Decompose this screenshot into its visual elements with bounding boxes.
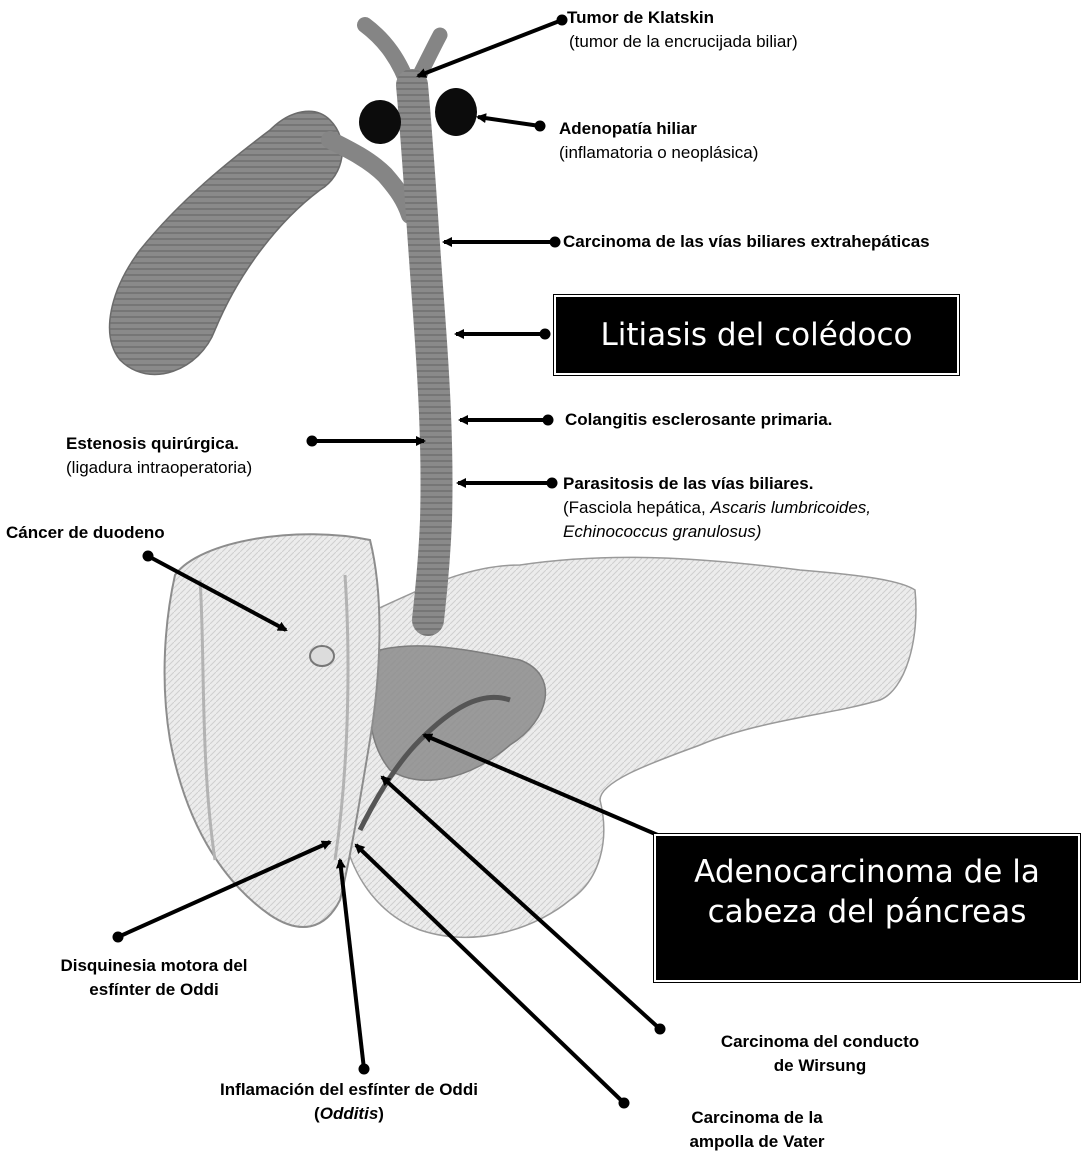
label-inflamacion-line1: Inflamación del esfínter de Oddi [220, 1080, 478, 1099]
label-parasitosis-sub: (Fasciola hepática, [563, 498, 710, 517]
label-klatskin-title: Tumor de Klatskin [567, 8, 714, 27]
label-estenosis-title: Estenosis quirúrgica. [66, 434, 239, 453]
hilar-node-right [435, 88, 477, 136]
cystic-duct [330, 140, 410, 215]
label-cancer-duodeno: Cáncer de duodeno [6, 521, 165, 545]
common-bile-duct [412, 85, 437, 620]
label-colangitis-title: Colangitis esclerosante primaria. [565, 410, 832, 429]
box-adenocarcinoma-line2: cabeza del páncreas [656, 892, 1078, 932]
label-parasitosis: Parasitosis de las vías biliares. (Fasci… [563, 472, 871, 544]
label-wirsung-line2: de Wirsung [774, 1056, 866, 1075]
label-parasitosis-italic-2: Echinococcus granulosus) [563, 522, 761, 541]
box-adenocarcinoma-line1: Adenocarcinoma de la [656, 852, 1078, 892]
label-disquinesia-line2: esfínter de Oddi [89, 980, 218, 999]
label-wirsung: Carcinoma del conducto de Wirsung [697, 1030, 943, 1078]
box-litiasis: Litiasis del colédoco [556, 297, 957, 373]
label-inflamacion: Inflamación del esfínter de Oddi (Odditi… [186, 1078, 512, 1126]
label-extrahepatic: Carcinoma de las vías biliares extrahepá… [563, 230, 930, 254]
label-disquinesia-line1: Disquinesia motora del [60, 956, 247, 975]
label-extrahepatic-title: Carcinoma de las vías biliares extrahepá… [563, 232, 930, 251]
label-adenopatia: Adenopatía hiliar (inflamatoria o neoplá… [559, 117, 758, 165]
label-vater-line2: ampolla de Vater [689, 1132, 824, 1151]
label-vater-line1: Carcinoma de la [691, 1108, 822, 1127]
label-vater: Carcinoma de la ampolla de Vater [657, 1106, 857, 1154]
gallbladder [110, 111, 343, 374]
label-wirsung-line1: Carcinoma del conducto [721, 1032, 919, 1051]
label-adenopatia-title: Adenopatía hiliar [559, 119, 697, 138]
label-parasitosis-title: Parasitosis de las vías biliares. [563, 474, 813, 493]
label-estenosis-sub: (ligadura intraoperatoria) [66, 456, 252, 480]
label-disquinesia: Disquinesia motora del esfínter de Oddi [38, 954, 270, 1002]
label-klatskin: Tumor de Klatskin (tumor de la encrucija… [567, 6, 798, 54]
label-adenopatia-sub: (inflamatoria o neoplásica) [559, 141, 758, 165]
label-colangitis: Colangitis esclerosante primaria. [565, 408, 832, 432]
label-parasitosis-italic-1: Ascaris lumbricoides, [710, 498, 871, 517]
arrow-inflamacion [340, 860, 364, 1069]
hilar-node-left [359, 100, 401, 144]
label-estenosis: Estenosis quirúrgica. (ligadura intraope… [66, 432, 252, 480]
arrow-adenopatia [478, 117, 540, 126]
box-adenocarcinoma: Adenocarcinoma de la cabeza del páncreas [656, 836, 1078, 980]
label-klatskin-sub: (tumor de la encrucijada biliar) [567, 30, 798, 54]
label-inflamacion-paren-close: ) [378, 1104, 384, 1123]
label-cancer-duodeno-title: Cáncer de duodeno [6, 523, 165, 542]
papilla [310, 646, 334, 666]
label-inflamacion-italic: Odditis [320, 1104, 379, 1123]
